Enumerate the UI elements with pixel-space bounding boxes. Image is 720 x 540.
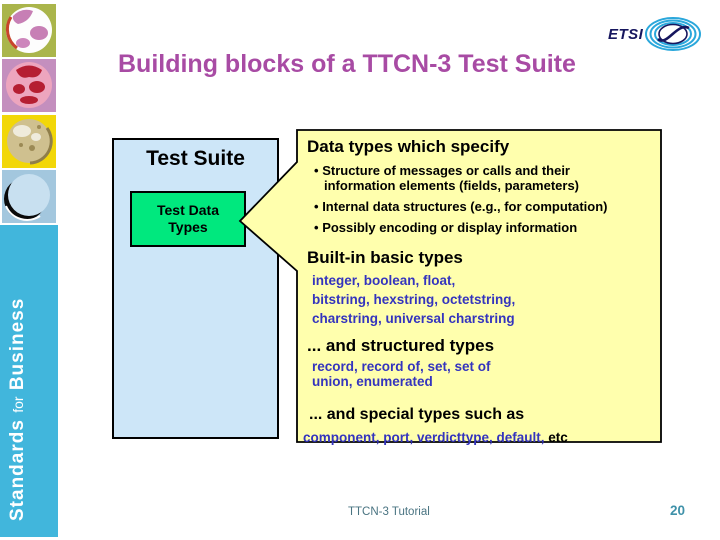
moon-tile-blue (2, 170, 56, 223)
test-data-types-label: Test Data Types (157, 202, 219, 236)
etsi-logo-text: ETSI (608, 26, 644, 43)
callout-content: Data types which specify • Structure of … (299, 131, 659, 445)
bullet-item: • Internal data structures (e.g., for co… (307, 199, 659, 214)
type-keywords-suffix: etc (548, 430, 568, 445)
bullet-marker: • (314, 199, 319, 214)
globe-tile-pink (2, 59, 56, 112)
etsi-globe-icon (645, 17, 702, 51)
bullet-text: Internal data structures (e.g., for comp… (322, 199, 608, 214)
special-types-list: component, port, verdicttype, default, e… (303, 430, 659, 445)
tagline-word: Business (7, 297, 28, 391)
callout-heading: Data types which specify (307, 137, 510, 156)
type-keywords-line: integer, boolean, float, (312, 273, 456, 288)
bullet-marker: • (314, 220, 319, 235)
type-keywords-line: bitstring, hexstring, octetstring, (312, 292, 516, 307)
tagline-word: Standards (7, 419, 28, 521)
bullet-text: information elements (fields, parameters… (324, 178, 580, 193)
basic-types-list: integer, boolean, float, bitstring, hexs… (312, 271, 659, 328)
callout-bullet-list: • Structure of messages or calls and the… (307, 163, 659, 235)
bullet-text: Structure of messages or calls and their (322, 163, 570, 178)
sidebar-strip (0, 225, 58, 537)
structured-types-list: record, record of, set, set of union, en… (312, 359, 659, 389)
test-data-types-line1: Test Data (157, 202, 219, 219)
structured-types-heading: ... and structured types (307, 336, 495, 355)
globe-icon (2, 59, 56, 112)
test-data-types-line2: Types (168, 219, 208, 235)
moon-icon (2, 115, 56, 168)
type-keywords-line: union, enumerated (312, 374, 433, 389)
bullet-marker: • (314, 163, 319, 178)
special-types-heading: ... and special types such as (309, 406, 525, 423)
globe-tile-green (2, 4, 56, 57)
basic-types-heading: Built-in basic types (307, 248, 463, 267)
tagline-word: for (10, 396, 26, 413)
test-data-types-box: Test Data Types (130, 191, 246, 247)
moon-icon (2, 170, 56, 223)
bullet-item: • Possibly encoding or display informati… (307, 220, 659, 235)
tagline: Standards for Business (7, 259, 41, 521)
globe-icon (2, 4, 56, 57)
type-keywords-line: component, port, verdicttype, default, (303, 430, 545, 445)
bullet-item: • Structure of messages or calls and the… (307, 163, 659, 193)
test-suite-label: Test Suite (146, 147, 245, 170)
etsi-logo: ETSI (608, 16, 702, 53)
type-keywords-line: record, record of, set, set of (312, 359, 491, 374)
page-number: 20 (670, 503, 686, 518)
footer-doc-title: TTCN-3 Tutorial (348, 506, 430, 518)
test-suite-box: Test Suite (112, 138, 279, 439)
moon-tile-yellow (2, 115, 56, 168)
type-keywords-line: charstring, universal charstring (312, 311, 515, 326)
page-title: Building blocks of a TTCN-3 Test Suite (118, 50, 576, 78)
bullet-text: Possibly encoding or display information (322, 220, 578, 235)
